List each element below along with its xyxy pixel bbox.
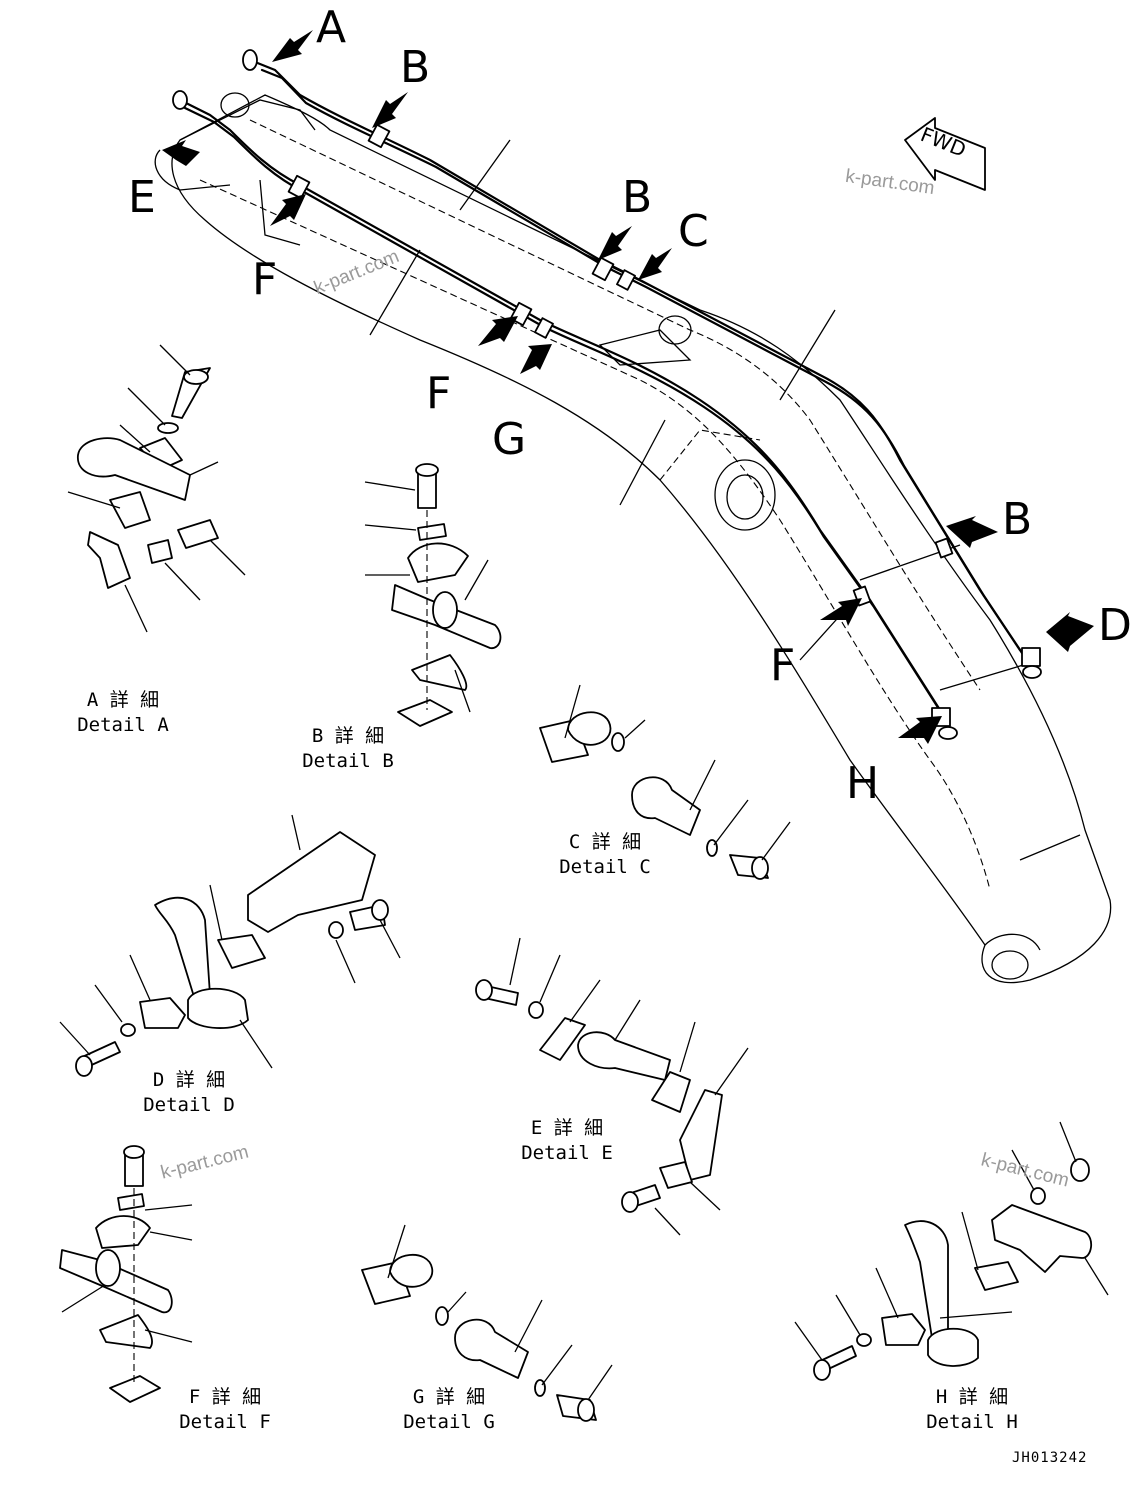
detail-h-drawing: [794, 1121, 1109, 1381]
arrow-B1: [372, 92, 408, 128]
detail-a-caption-en: Detail A: [77, 713, 169, 736]
arrow-B2: [598, 226, 632, 260]
callout-letter-f: F: [426, 368, 452, 419]
detail-f-caption: F 詳 細 Detail F: [179, 1385, 271, 1434]
arrow-A: [272, 30, 313, 62]
main-leaders: [369, 139, 846, 661]
detail-c-caption: C 詳 細 Detail C: [559, 830, 651, 879]
arrow-H: [898, 716, 942, 744]
arrow-F3: [820, 598, 862, 626]
callout-letter-d: D: [1098, 600, 1132, 651]
callout-letter-e: E: [128, 172, 156, 223]
fwd-arrow-sign: [904, 117, 986, 191]
detail-b-caption-jp: B 詳 細: [311, 725, 385, 747]
detail-d-drawing: [59, 814, 401, 1077]
detail-h-caption-en: Detail H: [926, 1410, 1018, 1433]
detail-a-caption: A 詳 細 Detail A: [77, 688, 169, 737]
callout-letter-b: B: [1002, 494, 1033, 545]
arrow-G: [520, 344, 552, 374]
detail-b-caption-en: Detail B: [302, 749, 394, 772]
callout-letter-g: G: [492, 414, 527, 465]
detail-f-drawing: [59, 1145, 193, 1403]
arrow-F2: [478, 316, 518, 346]
hydraulic-tubes: [178, 60, 1026, 719]
callout-letter-a: A: [316, 2, 347, 53]
detail-d-caption-en: Detail D: [143, 1093, 235, 1116]
detail-b-drawing: [364, 463, 502, 727]
arrow-C: [638, 248, 672, 280]
callout-letter-h: H: [846, 758, 880, 809]
detail-f-caption-jp: F 詳 細: [188, 1386, 262, 1408]
callout-letter-b: B: [622, 172, 653, 223]
detail-c-caption-en: Detail C: [559, 855, 651, 878]
arrow-E: [162, 140, 200, 166]
detail-e-drawing: [475, 937, 749, 1236]
tube-clamps: [172, 49, 1042, 740]
arrow-B3: [946, 516, 998, 548]
detail-e-caption: E 詳 細 Detail E: [521, 1116, 613, 1165]
detail-h-caption: H 詳 細 Detail H: [926, 1385, 1018, 1434]
callout-arrows: [162, 30, 1094, 744]
detail-g-caption: G 詳 細 Detail G: [403, 1385, 495, 1434]
detail-d-caption-jp: D 詳 細: [152, 1069, 226, 1091]
detail-a-caption-jp: A 詳 細: [86, 689, 160, 711]
detail-f-caption-en: Detail F: [179, 1410, 271, 1433]
arrow-D: [1046, 612, 1094, 652]
detail-e-caption-en: Detail E: [521, 1141, 613, 1164]
callout-letter-b: B: [400, 42, 431, 93]
detail-d-caption: D 詳 細 Detail D: [143, 1068, 235, 1117]
detail-c-caption-jp: C 詳 細: [568, 831, 642, 853]
detail-g-caption-jp: G 詳 細: [412, 1386, 486, 1408]
detail-c-drawing: [539, 684, 791, 880]
detail-h-caption-jp: H 詳 細: [935, 1386, 1009, 1408]
detail-g-drawing: [361, 1224, 613, 1422]
drawing-code: JH013242: [1012, 1450, 1088, 1466]
callout-letter-f: F: [770, 640, 796, 691]
detail-a-drawing: [67, 344, 246, 633]
detail-e-caption-jp: E 詳 細: [530, 1117, 604, 1139]
detail-b-caption: B 詳 細 Detail B: [302, 724, 394, 773]
arrow-F1: [270, 194, 306, 226]
callout-letter-f: F: [252, 254, 278, 305]
detail-g-caption-en: Detail G: [403, 1410, 495, 1433]
callout-letter-c: C: [678, 206, 709, 257]
